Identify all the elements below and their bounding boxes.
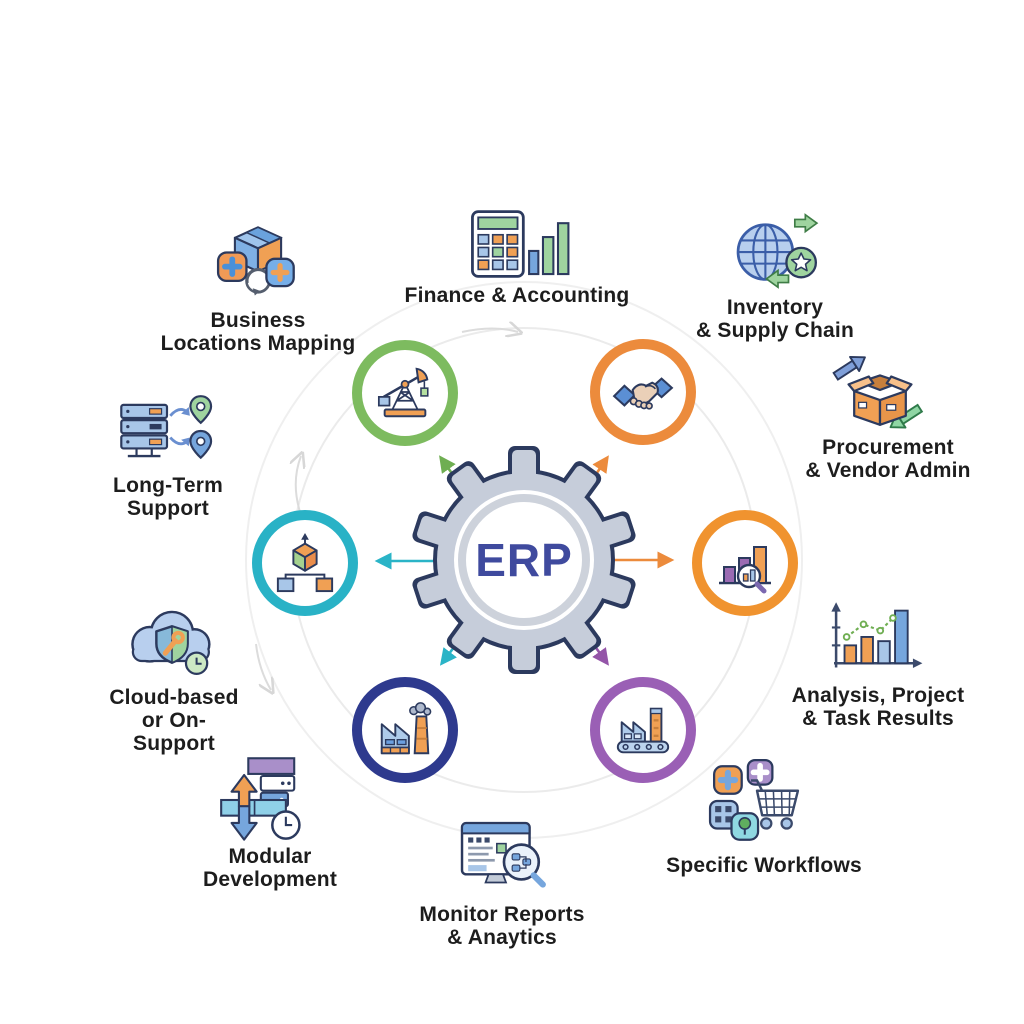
handshake-icon xyxy=(612,377,674,410)
cloud-node xyxy=(116,604,228,680)
ring-circle-factory xyxy=(352,677,458,783)
inventory-node xyxy=(726,210,830,292)
modular-node xyxy=(214,752,316,848)
analysis-label: Analysis, Project & Task Results xyxy=(791,684,965,731)
erp-label: ERP xyxy=(475,534,573,586)
procurement-node xyxy=(824,344,936,436)
long-term-label: Long-Term Support xyxy=(113,474,223,521)
cloud-label: Cloud-based or On- Support xyxy=(109,686,239,756)
server-map-pins-icon xyxy=(120,395,213,460)
ring-circle-cube-hierarchy xyxy=(252,510,358,616)
procurement-label: Procurement & Vendor Admin xyxy=(805,436,971,483)
ring-circle-handshake xyxy=(590,339,696,445)
bar-chart-trend-icon xyxy=(831,602,923,668)
cube-hierarchy-icon xyxy=(276,532,334,593)
modular-label: Modular Development xyxy=(202,845,338,892)
ring-circle-bar-chart xyxy=(692,510,798,616)
orbit-arrow-bottom-left xyxy=(255,643,271,690)
bar-chart-magnifier-icon xyxy=(719,546,771,594)
long-term-node xyxy=(112,394,222,468)
open-box-exchange-arrows-icon xyxy=(832,355,924,429)
monitor-node xyxy=(444,816,566,906)
calculator-bars-icon xyxy=(471,210,570,278)
business-mapping-label: Business Locations Mapping xyxy=(160,309,356,356)
ring-circle-pumpjack xyxy=(352,340,458,446)
factory-conveyor-icon xyxy=(616,707,670,754)
finance-label: Finance & Accounting xyxy=(404,284,630,307)
monitor-label: Monitor Reports & Anaytics xyxy=(419,903,585,950)
cart-app-badges-icon xyxy=(708,758,800,841)
orbit-arrow-left xyxy=(296,456,301,513)
oil-pumpjack-icon xyxy=(377,367,429,418)
globe-arrows-star-icon xyxy=(736,213,819,289)
factory-icon xyxy=(380,702,432,755)
cloud-shield-wrench-clock-icon xyxy=(131,610,211,675)
gear-hub xyxy=(458,494,590,626)
monitor-magnifier-icon xyxy=(460,821,546,888)
specific-workflows-label: Specific Workflows xyxy=(666,854,862,877)
modules-arrows-clock-icon xyxy=(220,757,301,841)
ring-circle-conveyor xyxy=(590,677,696,783)
erp-gear: ERP xyxy=(406,442,642,678)
box-plus-badges-sync-icon xyxy=(216,226,295,296)
finance-node xyxy=(462,206,580,282)
inventory-label: Inventory & Supply Chain xyxy=(696,296,854,343)
orbit-arrow-top xyxy=(461,329,518,333)
analysis-node xyxy=(818,598,930,678)
specific-workflows-node xyxy=(694,756,816,850)
business-mapping-node xyxy=(210,220,306,306)
